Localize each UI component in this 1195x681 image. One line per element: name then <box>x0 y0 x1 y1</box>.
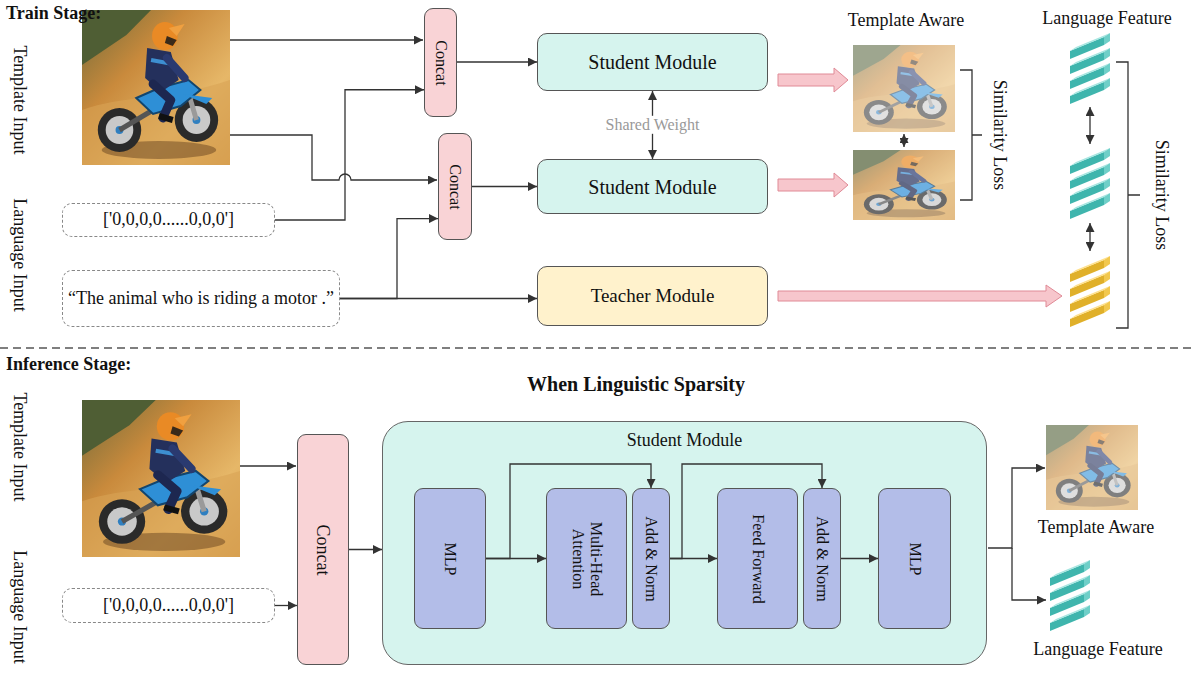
edge-label: Shared Weight <box>603 116 703 134</box>
template-aware-image <box>1046 425 1138 510</box>
template-aware-image <box>853 150 955 220</box>
language-feature <box>1050 560 1090 631</box>
fade-overlay <box>853 45 955 132</box>
template-aware-image <box>853 45 955 132</box>
connector-arrow <box>472 186 537 187</box>
stage-separator <box>0 347 1195 349</box>
stage-title: Inference Stage: <box>6 354 131 375</box>
connector-arrow <box>340 219 438 299</box>
node-text: Student Module <box>588 50 716 74</box>
node-text: Add & Norm <box>642 516 660 601</box>
node-text: Student Module <box>383 430 986 452</box>
student-module-box: Student Module <box>537 33 768 91</box>
node-text: MLP <box>441 542 459 575</box>
teacher-module-box: Teacher Module <box>537 266 768 326</box>
output-wire <box>988 468 1045 548</box>
template-image <box>82 10 230 165</box>
concat-box: Concat <box>297 434 349 665</box>
mlp-block: MLP <box>414 488 486 629</box>
feed-forward-block: Feed Forward <box>717 488 798 629</box>
image-wire <box>240 465 296 466</box>
node-text: Teacher Module <box>591 285 715 308</box>
concat-box: Concat <box>424 8 457 117</box>
bracket <box>960 70 982 200</box>
loss-label: Similarity Loss <box>1152 140 1173 251</box>
connector-arrow <box>340 298 537 299</box>
stage-title: Train Stage: <box>6 3 101 24</box>
node-text: “The animal who is riding a motor .” <box>68 288 334 310</box>
fade-overlay <box>1046 425 1138 510</box>
attention-block: Multi-Head Attention <box>546 488 627 629</box>
node-text: Add & Norm <box>813 516 831 601</box>
mlp-block: MLP <box>878 488 951 629</box>
fade-overlay <box>853 150 955 220</box>
language-input-box: ['0,0,0,0......0,0,0'] <box>62 588 275 623</box>
student-module-box: Student Module <box>537 159 768 214</box>
node-text: Multi-Head Attention <box>568 513 605 605</box>
output-label: Template Aware <box>848 10 965 31</box>
node-text: ['0,0,0,0......0,0,0'] <box>103 209 234 231</box>
node-text: Concat <box>446 164 464 209</box>
output-label: Language Feature <box>1033 639 1162 660</box>
add-norm-block: Add & Norm <box>803 488 841 629</box>
node-text: Concat <box>313 524 334 575</box>
bracket <box>1116 62 1140 328</box>
output-label: Template Aware <box>1038 517 1155 538</box>
image-wire <box>230 39 423 40</box>
input-label: Template Input <box>10 45 31 154</box>
add-norm-block: Add & Norm <box>632 488 670 629</box>
student-module-container: Student ModuleMLP Multi-Head Attention Add… <box>382 421 987 665</box>
language-feature <box>1070 148 1110 219</box>
connector-arrow <box>349 549 382 550</box>
language-feature <box>1070 33 1110 104</box>
node-text: ['0,0,0,0......0,0,0'] <box>103 595 234 617</box>
node-text: Feed Forward <box>748 514 766 603</box>
compare-arrow <box>1089 107 1090 144</box>
output-label: Language Feature <box>1042 8 1171 29</box>
image-wire <box>230 135 437 180</box>
connector-arrow <box>457 61 537 62</box>
input-label: Template Input <box>10 392 31 501</box>
template-image <box>82 400 240 557</box>
node-text: MLP <box>905 542 923 575</box>
input-label: Language Input <box>10 550 31 663</box>
language-input-box: “The animal who is riding a motor .” <box>62 270 340 327</box>
compare-arrow <box>1089 223 1090 251</box>
block-arrow <box>778 68 848 92</box>
language-input-box: ['0,0,0,0......0,0,0'] <box>62 203 275 237</box>
block-arrow <box>778 173 848 197</box>
output-wire <box>1012 548 1046 600</box>
compare-arrow <box>903 134 904 147</box>
node-text: Student Module <box>588 175 716 199</box>
teacher-language-feature <box>1070 256 1110 327</box>
scenario-title: When Linguistic Sparsity <box>527 373 745 396</box>
connector-arrow <box>275 605 297 606</box>
connector-arrow <box>275 90 424 220</box>
connector-arrow <box>841 558 878 559</box>
block-arrow <box>778 285 1062 307</box>
node-text: Concat <box>431 40 449 85</box>
input-label: Language Input <box>10 198 31 311</box>
loss-label: Similarity Loss <box>990 80 1011 191</box>
concat-box: Concat <box>438 133 472 240</box>
